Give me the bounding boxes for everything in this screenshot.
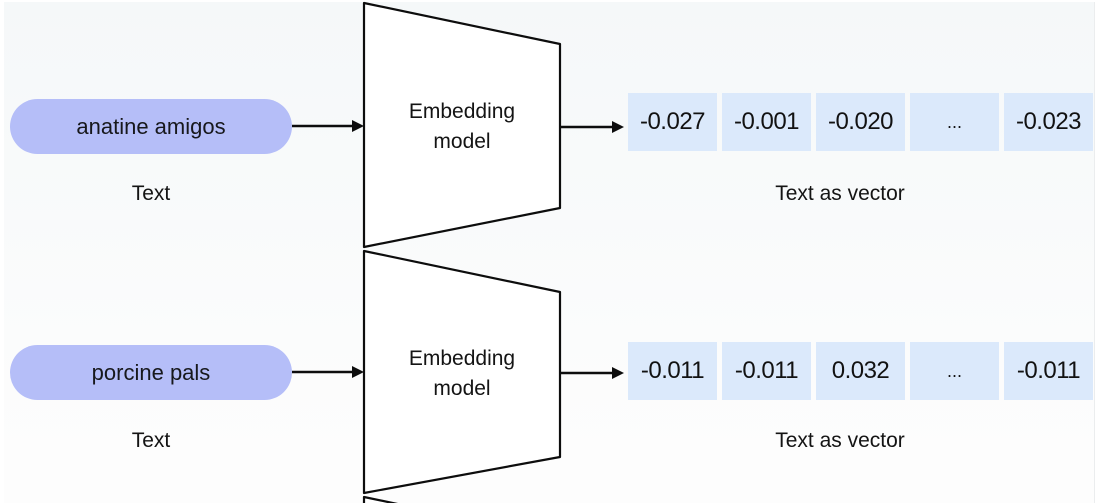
vector-cell: -0.027 bbox=[628, 93, 717, 151]
vector-cell: -0.011 bbox=[628, 342, 717, 400]
arrow-right-icon bbox=[292, 366, 364, 378]
embedding-model-shape bbox=[362, 249, 562, 495]
arrow-right-icon bbox=[292, 120, 364, 132]
vector-cell: -0.011 bbox=[1004, 342, 1093, 400]
embedding-model-shape bbox=[362, 1, 562, 249]
input-text-pill: anatine amigos bbox=[10, 99, 292, 154]
vector-cell-ellipsis: ... bbox=[910, 93, 999, 151]
vector-cell: -0.023 bbox=[1004, 93, 1093, 151]
input-text: porcine pals bbox=[91, 359, 211, 385]
vector-cell: -0.001 bbox=[722, 93, 811, 151]
vector-cells: -0.027 -0.001 -0.020 ... -0.023 bbox=[628, 93, 1093, 151]
input-text: anatine amigos bbox=[76, 113, 226, 139]
arrow-right-icon bbox=[560, 121, 624, 133]
arrow-right-icon bbox=[560, 367, 624, 379]
vector-caption: Text as vector bbox=[775, 429, 905, 452]
embedding-model-label: Embedding model bbox=[408, 347, 516, 400]
vector-cell: -0.011 bbox=[722, 342, 811, 400]
vector-cells: -0.011 -0.011 0.032 ... -0.011 bbox=[628, 342, 1093, 400]
vector-caption: Text as vector bbox=[775, 182, 905, 205]
input-text-pill: porcine pals bbox=[10, 345, 292, 400]
vector-cell: -0.020 bbox=[816, 93, 905, 151]
input-caption: Text bbox=[131, 182, 171, 205]
vector-cell: 0.032 bbox=[816, 342, 905, 400]
vector-cell-ellipsis: ... bbox=[910, 342, 999, 400]
embedding-model-shape-partial bbox=[362, 495, 399, 503]
embedding-model-label: Embedding model bbox=[408, 100, 516, 153]
input-caption: Text bbox=[131, 429, 171, 452]
